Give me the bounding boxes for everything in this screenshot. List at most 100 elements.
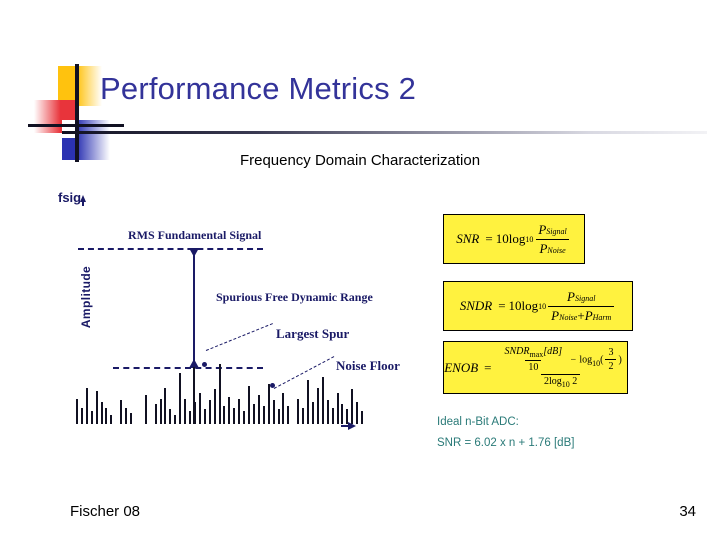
noise-bar — [193, 402, 196, 424]
noise-bar — [331, 407, 334, 424]
noise-bar — [164, 387, 167, 424]
formula-snr-denominator: PNoise — [536, 238, 569, 257]
footer-page-number: 34 — [679, 503, 696, 520]
noise-bar — [297, 398, 300, 424]
noise-bar — [336, 393, 339, 424]
noise-bar — [189, 411, 192, 424]
noise-bar — [213, 389, 216, 424]
noise-bar — [243, 411, 246, 424]
logo-yellow-square — [58, 66, 102, 106]
noise-bar — [174, 414, 177, 424]
noise-bar — [257, 394, 260, 424]
noise-bar — [120, 400, 123, 424]
logo-blue-notch — [62, 120, 76, 138]
formula-snr-equals: = — [485, 231, 493, 246]
noise-floor-leader-dot — [270, 383, 275, 388]
noise-bar — [184, 398, 187, 424]
x-axis-arrow-stem — [341, 425, 349, 427]
largest-spur-spike — [193, 367, 195, 424]
formula-enob-lhs: ENOB — [444, 359, 479, 375]
noise-bar — [262, 405, 265, 424]
sfdr-arrow-line — [193, 248, 195, 368]
noise-bar — [272, 400, 275, 424]
noise-bar — [203, 409, 206, 424]
noise-bar — [169, 409, 172, 424]
formula-snr-lhs: SNR — [456, 231, 480, 246]
formula-snr-numerator: PSignal — [538, 221, 567, 237]
noise-bar — [351, 389, 354, 424]
noise-bar — [144, 394, 147, 424]
noise-bar — [228, 396, 231, 424]
label-spurious-free-dynamic-range: Spurious Free Dynamic Range — [216, 290, 373, 304]
formula-enob-ratio-num: 3 — [608, 347, 614, 358]
noise-bar — [238, 398, 241, 424]
noise-bar — [130, 413, 133, 424]
fundamental-level-dashed-line — [78, 248, 263, 250]
noise-bar — [326, 400, 329, 424]
formula-enob-minus: − — [570, 354, 577, 366]
noise-bar — [125, 407, 128, 424]
formula-sndr-denominator: PNoise+PHarm — [548, 305, 615, 324]
logo-vertical-line — [75, 64, 79, 162]
noise-bar — [85, 387, 88, 424]
noise-bar — [316, 387, 319, 424]
sfdr-arrow-bottom-icon — [189, 359, 199, 368]
noise-bar — [307, 380, 310, 424]
noise-bar — [110, 414, 113, 424]
noise-bar — [80, 407, 83, 424]
noise-bar — [223, 405, 226, 424]
formula-enob-log: log — [579, 354, 593, 366]
noise-bar — [233, 407, 236, 424]
noise-spectrum-bars — [76, 360, 366, 424]
ideal-adc-note: Ideal n-Bit ADC: SNR = 6.02 x n + 1.76 [… — [437, 412, 574, 454]
noise-bar — [105, 407, 108, 424]
noise-bar — [208, 400, 211, 424]
formula-enob-equals: = — [484, 359, 492, 375]
page-title: Performance Metrics 2 — [100, 71, 417, 106]
largest-spur-leader-dot — [202, 362, 207, 367]
ideal-adc-note-line1: Ideal n-Bit ADC: — [437, 416, 519, 428]
noise-bar — [248, 385, 251, 424]
formula-sndr-lhs: SNDR — [459, 298, 493, 313]
noise-bar — [218, 363, 221, 424]
noise-floor-dashed-line — [113, 367, 263, 369]
formula-sndr-log: log — [521, 298, 539, 313]
ideal-adc-note-line2: SNR = 6.02 x n + 1.76 [dB] — [437, 437, 575, 449]
noise-bar — [311, 402, 314, 424]
noise-bar — [356, 402, 359, 424]
noise-bar — [95, 391, 98, 424]
noise-bar — [154, 403, 157, 424]
formula-enob-inner-denominator: 10 — [525, 360, 542, 373]
logo-horizontal-line — [28, 124, 124, 127]
formula-snr-log-base: 10 — [525, 234, 534, 244]
y-axis-arrow-icon — [80, 195, 86, 202]
formula-enob-outer-denominator: 2log10 2 — [541, 374, 581, 389]
noise-bar — [287, 405, 290, 424]
slide-subtitle: Frequency Domain Characterization — [239, 152, 481, 169]
title-divider-rule — [62, 131, 707, 134]
x-axis-label-fsig: fsig — [58, 190, 82, 205]
formula-enob-paren-close: ) — [618, 354, 622, 366]
formula-sndr-fraction: PSignal PNoise+PHarm — [548, 289, 615, 324]
noise-bar — [198, 393, 201, 424]
label-rms-fundamental-signal: RMS Fundamental Signal — [128, 228, 262, 242]
y-axis-arrow-stem — [82, 200, 84, 206]
noise-bar — [302, 407, 305, 424]
noise-bar — [341, 403, 344, 424]
noise-bar — [361, 411, 364, 424]
formula-enob-ratio-den: 2 — [605, 359, 617, 372]
slide-header: Performance Metrics 2 — [0, 0, 720, 162]
noise-bar — [252, 403, 255, 424]
noise-bar — [282, 393, 285, 424]
noise-bar — [267, 383, 270, 424]
noise-bar — [90, 411, 93, 424]
formula-snr-fraction: PSignal PNoise — [535, 222, 569, 257]
formula-enob-inner-fraction: SNDRmax[dB] 10 — [502, 346, 566, 373]
noise-bar — [76, 398, 78, 424]
